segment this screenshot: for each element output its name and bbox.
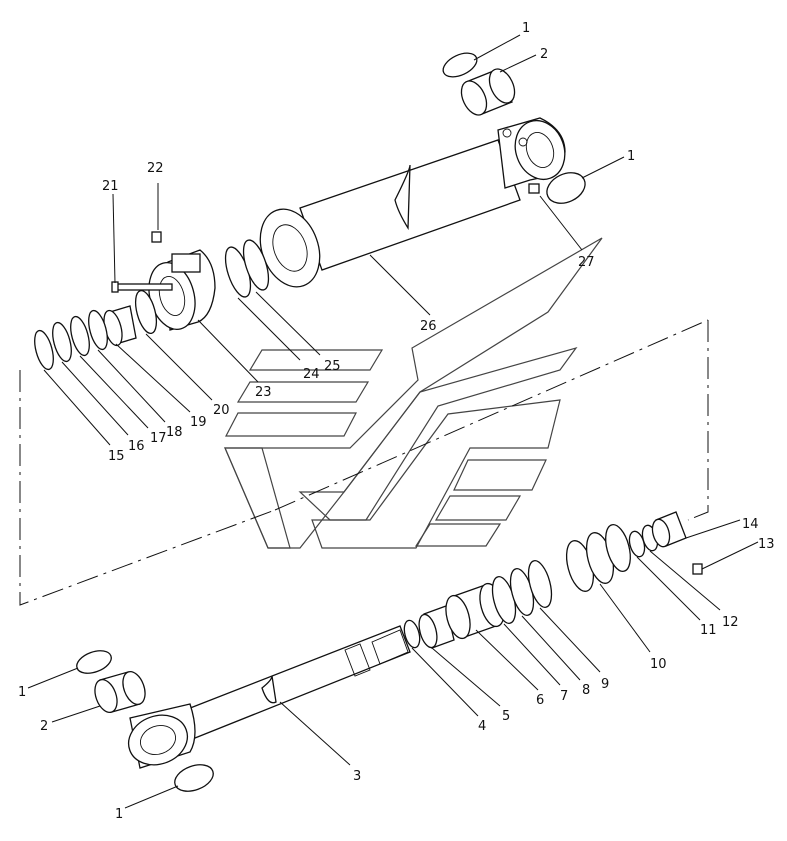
cylinder-head-part-23	[148, 249, 216, 331]
nut-part-14	[651, 511, 687, 548]
leader-lines	[27, 34, 759, 809]
callout-2: 2	[40, 719, 48, 734]
seal-ring-part-1-lower	[76, 650, 214, 792]
cylinder-tube-part-26	[259, 117, 566, 288]
ring-part-16	[52, 321, 72, 363]
callout-23: 23	[255, 385, 272, 400]
piston-rod-part-3	[127, 625, 411, 769]
piston-part-6	[445, 582, 505, 640]
callout-18: 18	[166, 425, 183, 440]
grease-fitting-part-27	[528, 183, 540, 194]
callout-24: 24	[303, 367, 320, 382]
ring-part-10	[565, 523, 631, 592]
callout-25: 25	[324, 359, 341, 374]
callout-26: 26	[420, 319, 437, 334]
bushing-part-2	[460, 68, 516, 116]
callout-1: 1	[522, 21, 530, 36]
callout-2: 2	[540, 47, 548, 62]
callout-12: 12	[722, 615, 739, 630]
callout-20: 20	[213, 403, 230, 418]
callout-15: 15	[108, 449, 125, 464]
callout-1: 1	[18, 685, 26, 700]
callout-21: 21	[102, 179, 119, 194]
ring-part-20	[134, 289, 158, 335]
callout-7: 7	[560, 689, 568, 704]
ring-part-9	[527, 560, 553, 608]
backup-ring-part-25	[242, 239, 270, 291]
callout-4: 4	[478, 719, 486, 734]
callout-22: 22	[147, 161, 164, 176]
callout-13: 13	[758, 537, 775, 552]
callout-8: 8	[582, 683, 590, 698]
grease-fitting-part-22	[151, 231, 162, 243]
watermark-logo	[224, 237, 603, 549]
ring-part-17	[70, 315, 90, 357]
callout-6: 6	[536, 693, 544, 708]
callout-16: 16	[128, 439, 145, 454]
bushing-part-2-lower	[94, 671, 146, 713]
callout-17: 17	[150, 431, 167, 446]
set-screw-part-13	[692, 563, 703, 575]
callout-27: 27	[578, 255, 595, 270]
bushing-part-19	[103, 305, 137, 347]
assembly-centerlines	[19, 319, 709, 606]
callout-1: 1	[115, 807, 123, 822]
seal-ring-part-1	[442, 52, 586, 204]
ring-part-18	[88, 309, 108, 351]
callout-labels: 1 2 1 27 26 22 21 24 25 23 15 16 17 18 1…	[18, 21, 775, 822]
callout-14: 14	[742, 517, 759, 532]
callout-10: 10	[650, 657, 667, 672]
callout-9: 9	[601, 677, 609, 692]
ring-part-4	[403, 619, 421, 649]
callout-19: 19	[190, 415, 207, 430]
callout-1: 1	[627, 149, 635, 164]
callout-5: 5	[502, 709, 510, 724]
callout-3: 3	[353, 769, 361, 784]
wiper-part-15	[34, 329, 54, 371]
callout-11: 11	[700, 623, 717, 638]
